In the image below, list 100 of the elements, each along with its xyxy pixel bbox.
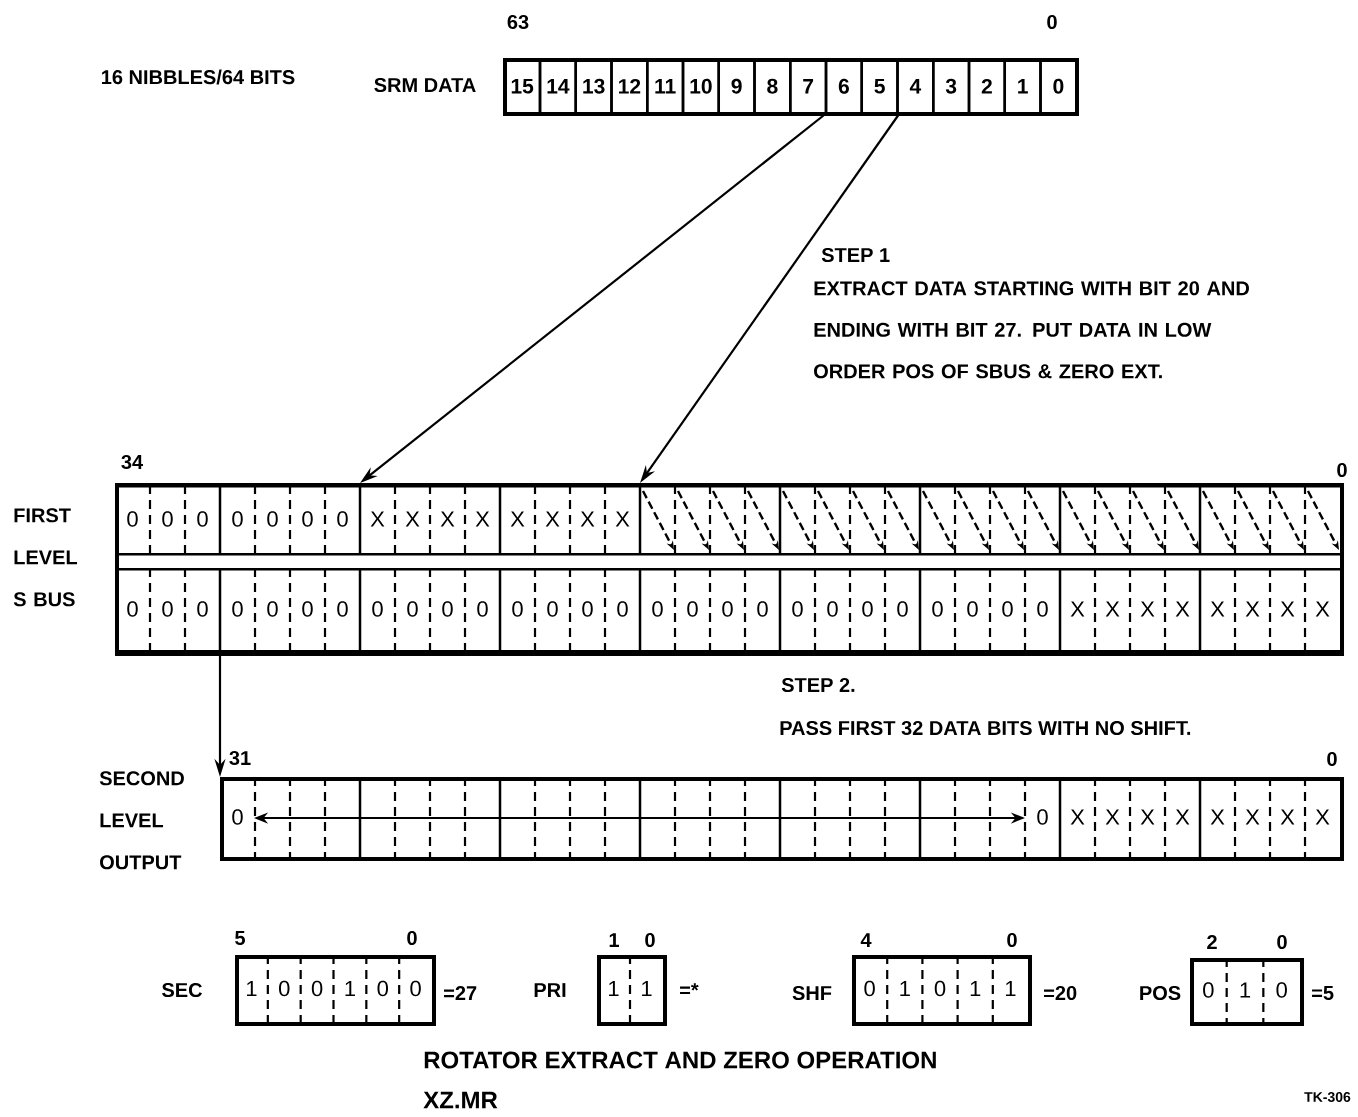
bit-value: 1 xyxy=(970,980,981,997)
bit-value: 0 xyxy=(232,511,243,527)
bit-value: X xyxy=(1070,809,1085,825)
nibble-cell: 12 xyxy=(610,58,649,115)
bit-value: 0 xyxy=(547,601,558,617)
bit-value: 0 xyxy=(232,601,243,617)
bit-number: 0 xyxy=(1007,932,1017,948)
nibble-cell: 3 xyxy=(932,58,971,115)
bit-value: X xyxy=(1315,809,1330,825)
nibble-cell: 14 xyxy=(538,58,577,115)
nibble-cell: 7 xyxy=(789,58,828,115)
bit-value: X xyxy=(580,511,595,527)
bit-value: X xyxy=(405,511,420,527)
register-label: SEC xyxy=(162,982,202,998)
bit-value: 1 xyxy=(1240,982,1251,998)
bit-value: 0 xyxy=(652,601,663,617)
bit-value: 0 xyxy=(1037,809,1048,825)
figure-number: TK-306 xyxy=(1304,1092,1351,1102)
nibble-cell: 13 xyxy=(574,58,613,115)
bit-value: 0 xyxy=(687,601,698,617)
bit-value: X xyxy=(615,511,630,527)
bit-value: X xyxy=(1280,601,1295,617)
register-label: PRI xyxy=(534,983,566,997)
bit-value: 0 xyxy=(442,601,453,617)
diagram-id: XZ.MR xyxy=(423,1091,498,1109)
bit-value: 0 xyxy=(1203,982,1214,998)
bit-value: 0 xyxy=(1002,601,1013,617)
bit-value: 0 xyxy=(267,601,278,617)
label-text: 16 NIBBLES/64 BITS xyxy=(102,69,295,85)
nibble-cell: 15 xyxy=(503,58,542,115)
nibble-cell: 8 xyxy=(753,58,792,115)
bit-value: 0 xyxy=(864,980,875,997)
nibble-cell: 2 xyxy=(967,58,1006,115)
nibble-cell: 6 xyxy=(824,58,863,115)
bit-number: 2 xyxy=(1207,935,1217,949)
register-label: SHF xyxy=(792,985,832,1001)
bit-value: 1 xyxy=(247,980,257,997)
bit-value: 0 xyxy=(512,601,523,617)
bit-value: X xyxy=(1105,809,1120,825)
bit-number: 0 xyxy=(407,930,417,946)
bit-value: 0 xyxy=(127,601,138,617)
bit-value: 0 xyxy=(162,601,173,617)
bit-value: 0 xyxy=(410,980,421,997)
value-label: =* xyxy=(680,983,699,995)
bit-value: 0 xyxy=(197,511,208,527)
bit-value: 1 xyxy=(345,980,355,997)
bit-value: 0 xyxy=(617,601,628,617)
bit-number: 0 xyxy=(1337,462,1347,478)
bit-value: X xyxy=(1140,601,1155,617)
bit-number: 34 xyxy=(121,454,143,470)
bit-value: 0 xyxy=(372,601,383,617)
bit-value: 0 xyxy=(407,601,418,617)
bit-value: 0 xyxy=(232,809,243,825)
bit-value: 1 xyxy=(900,980,910,997)
bit-value: 0 xyxy=(757,601,768,617)
bit-value: X xyxy=(1175,601,1190,617)
bit-value: X xyxy=(370,511,385,527)
bit-value: 0 xyxy=(279,980,290,997)
nibble-cell: 4 xyxy=(896,58,935,115)
bit-value: X xyxy=(1210,601,1225,617)
bit-value: X xyxy=(1315,601,1330,617)
nibble-cell: 1 xyxy=(1003,58,1042,115)
step-note: EXTRACT DATA STARTING WITH BIT 20 AND ENDING WITH BIT 27. PUT DATA IN LOW ORDER POS OF SBUS & ZERO EXT. xyxy=(814,281,1249,379)
bit-value: 0 xyxy=(827,601,838,617)
bit-value: X xyxy=(1070,601,1085,617)
bit-value: 0 xyxy=(267,511,278,527)
bit-value: 0 xyxy=(127,511,138,527)
bit-value: X xyxy=(510,511,525,527)
value-label: =20 xyxy=(1044,985,1077,1001)
register-label: FIRST LEVEL S BUS xyxy=(13,508,78,607)
bit-value: 0 xyxy=(722,601,733,617)
register-label: POS xyxy=(1140,985,1181,1001)
bit-value: X xyxy=(1245,601,1260,617)
step-heading: STEP 1 xyxy=(821,247,890,263)
bit-value: X xyxy=(1280,809,1295,825)
bit-value: 0 xyxy=(337,601,348,617)
bit-number: 5 xyxy=(235,931,245,945)
bit-value: 0 xyxy=(302,511,313,527)
bit-value: 0 xyxy=(897,601,908,617)
caption: ROTATOR EXTRACT AND ZERO OPERATION xyxy=(424,1051,936,1069)
step-note: PASS FIRST 32 DATA BITS WITH NO SHIFT. xyxy=(780,720,1191,736)
bit-value: 0 xyxy=(477,601,488,617)
bit-value: 0 xyxy=(311,980,323,997)
bit-value: X xyxy=(1175,809,1190,825)
nibble-cell: 5 xyxy=(860,58,899,115)
bit-value: X xyxy=(1245,809,1260,825)
bit-value: X xyxy=(545,511,560,527)
bit-number: 4 xyxy=(860,933,872,947)
bit-value: X xyxy=(1140,809,1155,825)
bit-value: 0 xyxy=(932,601,943,617)
bit-number: 0 xyxy=(1047,14,1057,30)
bit-number: 0 xyxy=(1277,934,1287,950)
bit-value: 0 xyxy=(967,601,978,617)
register-label: SECOND LEVEL OUTPUT xyxy=(99,771,184,870)
bit-value: 0 xyxy=(1276,982,1287,998)
bit-value: 0 xyxy=(934,980,946,997)
bit-number: 0 xyxy=(645,932,655,948)
register-label: SRM DATA xyxy=(374,77,476,93)
bit-value: 0 xyxy=(582,601,593,617)
value-label: =5 xyxy=(1312,986,1334,1000)
